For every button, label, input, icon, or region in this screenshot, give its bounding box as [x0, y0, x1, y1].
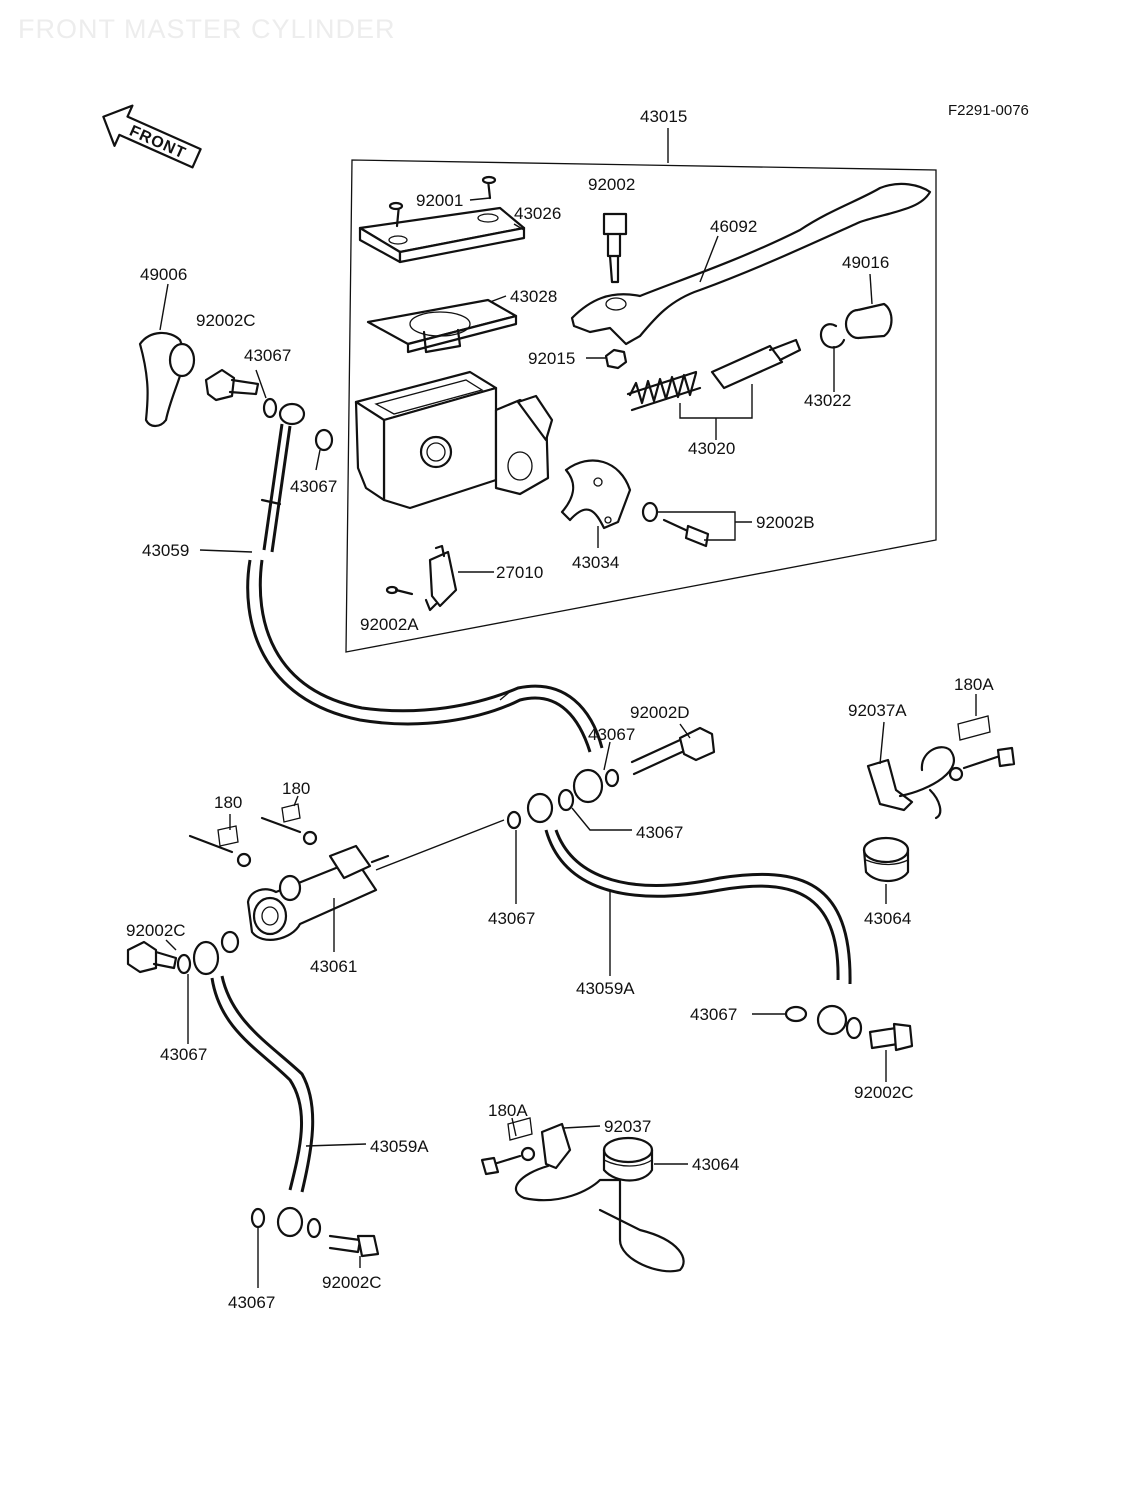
label-43034: 43034 [572, 553, 619, 572]
joint-43061 [246, 844, 390, 941]
label-92002b: 92002B [756, 513, 815, 532]
nut [604, 348, 628, 370]
label-43067-b: 43067 [290, 477, 337, 496]
junction-bolt-92002d [506, 726, 716, 830]
diaphragm [366, 298, 518, 354]
label-43059: 43059 [142, 541, 189, 560]
hose-43059a-mid [544, 829, 914, 1052]
watermark-title: FRONT MASTER CYLINDER [18, 14, 396, 44]
label-49016: 49016 [842, 253, 889, 272]
part-labels: 43015 92001 43026 92002 46092 49006 9200… [126, 107, 994, 1312]
label-43059a-left: 43059A [370, 1137, 429, 1156]
label-92001: 92001 [416, 191, 463, 210]
grommet-43064-bottom [602, 1136, 654, 1182]
bolt-180a-bottom [480, 1117, 536, 1176]
label-92002: 92002 [588, 175, 635, 194]
label-92002a: 92002A [360, 615, 419, 634]
label-43067-a: 43067 [244, 346, 291, 365]
label-43028: 43028 [510, 287, 557, 306]
leader-lines [159, 197, 977, 1288]
label-43022: 43022 [804, 391, 851, 410]
label-92015: 92015 [528, 349, 575, 368]
label-43064-right: 43064 [864, 909, 911, 928]
banjo-cap [138, 331, 196, 428]
label-49006: 49006 [140, 265, 187, 284]
hose-43059 [246, 402, 604, 753]
label-43067-f: 43067 [690, 1005, 737, 1024]
bolts-180 [188, 803, 318, 868]
label-180a-bottom: 180A [488, 1101, 528, 1120]
brake-switch [424, 544, 458, 612]
label-43067-g: 43067 [160, 1045, 207, 1064]
pivot-bolt [602, 212, 628, 284]
bolt-180a-right [948, 715, 1016, 782]
clamp-92037 [514, 1122, 685, 1273]
grommet-43064-right [862, 836, 910, 883]
clamp [560, 459, 632, 530]
reservoir-cap [358, 206, 526, 264]
label-92002c-left: 92002C [126, 921, 186, 940]
master-cylinder-body [354, 370, 554, 510]
label-27010: 27010 [496, 563, 543, 582]
washer-43067-b [314, 428, 334, 452]
label-92037: 92037 [604, 1117, 651, 1136]
label-43067-c: 43067 [588, 725, 635, 744]
assembly-frame [345, 159, 937, 653]
label-46092: 46092 [710, 217, 757, 236]
label-43020: 43020 [688, 439, 735, 458]
hose-43059a-left [126, 930, 380, 1258]
label-180-a: 180 [282, 779, 310, 798]
label-43059a-mid: 43059A [576, 979, 635, 998]
boot [844, 302, 893, 340]
label-43067-d: 43067 [636, 823, 683, 842]
label-92037a: 92037A [848, 701, 907, 720]
label-43015: 43015 [640, 107, 687, 126]
lever [570, 182, 932, 346]
circlip [819, 323, 846, 349]
label-180a-right: 180A [954, 675, 994, 694]
label-43067-e: 43067 [488, 909, 535, 928]
label-43067-h: 43067 [228, 1293, 275, 1312]
drawing-code: F2291-0076 [948, 102, 1029, 119]
screws-92001 [388, 175, 497, 228]
label-180-b: 180 [214, 793, 242, 812]
piston-spring [626, 338, 802, 412]
screw-92002a [385, 585, 414, 596]
banjo-bolt-top [204, 368, 278, 419]
label-92002c-bottom: 92002C [322, 1273, 382, 1292]
label-43064-bottom: 43064 [692, 1155, 739, 1174]
front-arrow: FRONT [102, 104, 202, 169]
clamp-92037a [866, 746, 955, 820]
label-92002c-top: 92002C [196, 311, 256, 330]
label-92002c-right: 92002C [854, 1083, 914, 1102]
label-92002d: 92002D [630, 703, 690, 722]
label-43026: 43026 [514, 204, 561, 223]
label-43061: 43061 [310, 957, 357, 976]
bolt-92002b [641, 501, 710, 548]
